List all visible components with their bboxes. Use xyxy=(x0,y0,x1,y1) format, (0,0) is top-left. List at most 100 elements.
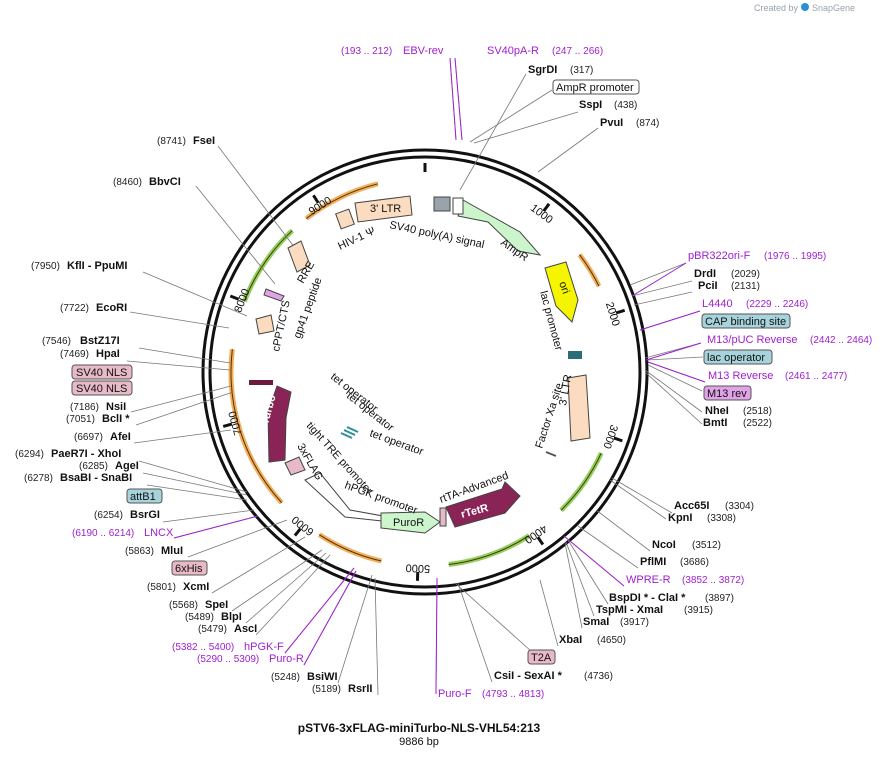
rtetr-arrow[interactable] xyxy=(445,481,521,528)
primer-ebv-rev[interactable]: EBV-rev xyxy=(403,45,444,57)
primer-m13-puc-reverse[interactable]: M13/pUC Reverse xyxy=(707,334,797,346)
cppt-block[interactable] xyxy=(255,314,275,335)
enzyme-agei[interactable]: AgeI xyxy=(115,460,139,472)
lac-operator-box[interactable] xyxy=(703,349,773,365)
green-arc-core xyxy=(243,230,293,302)
enzyme-ncoi[interactable]: NcoI xyxy=(652,539,676,551)
feature-arcs xyxy=(228,181,604,568)
primer-puro-f[interactable]: Puro-F xyxy=(438,688,472,700)
enzyme-xbai[interactable]: XbaI xyxy=(559,634,582,646)
enzyme-xcmi[interactable]: XcmI xyxy=(183,581,209,593)
gp41-block[interactable] xyxy=(263,288,285,302)
enzyme-mlui[interactable]: MluI xyxy=(161,545,183,557)
leader-line xyxy=(469,89,553,143)
enzyme-nsii[interactable]: NsiI xyxy=(106,401,126,413)
three-ltr-b-block[interactable] xyxy=(567,374,591,442)
leader-line xyxy=(459,73,527,191)
rre-block[interactable] xyxy=(287,240,311,273)
enzyme-paer7i-xhoi[interactable]: PaeR7I - XhoI xyxy=(51,448,121,460)
enzyme-rsrii-pos: (5189) xyxy=(312,684,341,695)
enzyme-kpni-pos: (3308) xyxy=(707,513,736,524)
enzyme-bsiwi[interactable]: BsiWI xyxy=(307,671,338,683)
enzyme-bsabi-snabi[interactable]: BsaBI - SnaBI xyxy=(60,472,132,484)
enzyme-blpi-pos: (5489) xyxy=(185,612,214,623)
enzyme-bbvci[interactable]: BbvCI xyxy=(149,176,181,188)
primer-puro-r[interactable]: Puro-R xyxy=(269,653,304,665)
primer-l4440[interactable]: L4440 xyxy=(702,298,733,310)
attb1-box[interactable] xyxy=(126,488,163,504)
enzyme-fsei[interactable]: FseI xyxy=(193,135,215,147)
enzyme-bsiwi-pos: (5248) xyxy=(271,672,300,683)
tick-mark xyxy=(615,308,626,315)
6xhis-box[interactable] xyxy=(171,560,208,576)
sv40-polya-label: SV40 poly(A) signal xyxy=(388,219,485,251)
enzyme-bmti-pos: (2522) xyxy=(743,418,772,429)
tick-label: 1000 xyxy=(528,202,555,226)
primer-wpre-r[interactable]: WPRE-R xyxy=(626,574,671,586)
lac-operator-mark[interactable] xyxy=(568,351,582,359)
enzyme-tspmi-xmai[interactable]: TspMI - XmaI xyxy=(596,604,663,616)
enzyme-asci[interactable]: AscI xyxy=(234,623,257,635)
primer-lncx[interactable]: LNCX xyxy=(144,527,174,539)
enzyme-blpi[interactable]: BlpI xyxy=(221,611,242,623)
sv40-nls-box-2[interactable] xyxy=(71,380,133,396)
t2a-box[interactable] xyxy=(527,649,556,665)
green-arc xyxy=(448,533,531,568)
orange-arc-core xyxy=(305,183,379,219)
flag-block[interactable] xyxy=(284,456,306,476)
enzyme-acc65i[interactable]: Acc65I xyxy=(674,500,709,512)
ampr-promoter-box[interactable] xyxy=(552,79,640,95)
enzyme-nhei[interactable]: NheI xyxy=(705,405,729,417)
puror-arrow[interactable] xyxy=(380,511,441,534)
enzyme-pflmi[interactable]: PflMI xyxy=(640,556,666,568)
hiv-psi-block[interactable] xyxy=(335,208,355,230)
enzyme-bspdi-clai[interactable]: BspDI * - ClaI * xyxy=(609,592,686,604)
enzyme-smai[interactable]: SmaI xyxy=(583,616,609,628)
enzyme-bmti[interactable]: BmtI xyxy=(703,417,727,429)
primer-pbr322ori-f[interactable]: pBR322ori-F xyxy=(688,250,751,262)
enzyme-bcli[interactable]: BclI * xyxy=(102,413,130,425)
cap-binding-site-box[interactable] xyxy=(701,313,791,329)
sv40-nls-box-1[interactable] xyxy=(71,364,133,380)
leader-line xyxy=(211,536,306,594)
primer-leader xyxy=(639,310,701,331)
primer-m13-reverse[interactable]: M13 Reverse xyxy=(708,370,773,382)
enzyme-spei[interactable]: SpeI xyxy=(205,599,228,611)
enzyme-kfli[interactable]: KflI - PpuMI xyxy=(67,260,128,272)
hiv-psi-label: HIV-1 Ψ xyxy=(336,225,377,253)
ori-arrow[interactable] xyxy=(544,261,579,323)
enzyme-rsrii[interactable]: RsrII xyxy=(348,683,372,695)
sv40-polya-block[interactable] xyxy=(433,196,451,212)
enzyme-bbvci-pos: (8460) xyxy=(113,177,142,188)
enzyme-bstz17i[interactable]: BstZ17I xyxy=(80,335,120,347)
enzyme-bsrgi-pos: (6254) xyxy=(94,510,123,521)
primer-l4440-range: (2229 .. 2246) xyxy=(746,299,808,310)
cap-binding-site-label: CAP binding site xyxy=(705,316,786,328)
enzyme-csii-sexai-pos: (4736) xyxy=(584,671,613,682)
enzyme-kpni[interactable]: KpnI xyxy=(668,512,692,524)
sv40-nls-marks[interactable] xyxy=(249,380,273,385)
enzyme-bsrgi[interactable]: BsrGI xyxy=(130,509,160,521)
primer-lncx-range: (6190 .. 6214) xyxy=(72,528,134,539)
enzyme-sgrdi[interactable]: SgrDI xyxy=(528,64,557,76)
enzyme-ecori[interactable]: EcoRI xyxy=(96,302,127,314)
ampr-promoter-block[interactable] xyxy=(452,197,464,215)
enzyme-afei[interactable]: AfeI xyxy=(110,431,131,443)
m13-rev-box[interactable] xyxy=(703,385,752,401)
enzyme-sspi[interactable]: SspI xyxy=(579,99,602,111)
ampr-arrow[interactable] xyxy=(457,199,542,256)
three-ltr-a-block[interactable] xyxy=(354,195,413,223)
enzyme-afei-pos: (6697) xyxy=(74,432,103,443)
enzyme-drdi[interactable]: DrdI xyxy=(694,268,716,280)
primer-puro-r-range: (5290 .. 5309) xyxy=(197,654,259,665)
enzyme-pvui[interactable]: PvuI xyxy=(600,117,623,129)
tick-label: 5000 xyxy=(405,561,430,574)
primer-hpgk-f[interactable]: hPGK-F xyxy=(244,641,284,653)
t2a-block[interactable] xyxy=(439,507,447,527)
enzyme-pcii[interactable]: PciI xyxy=(698,280,718,292)
enzyme-hpai[interactable]: HpaI xyxy=(96,348,120,360)
primer-sv40pa-r[interactable]: SV40pA-R xyxy=(487,45,539,57)
enzyme-csii-sexai[interactable]: CsiI - SexAI * xyxy=(494,670,563,682)
minituro-arrow[interactable] xyxy=(267,385,292,463)
